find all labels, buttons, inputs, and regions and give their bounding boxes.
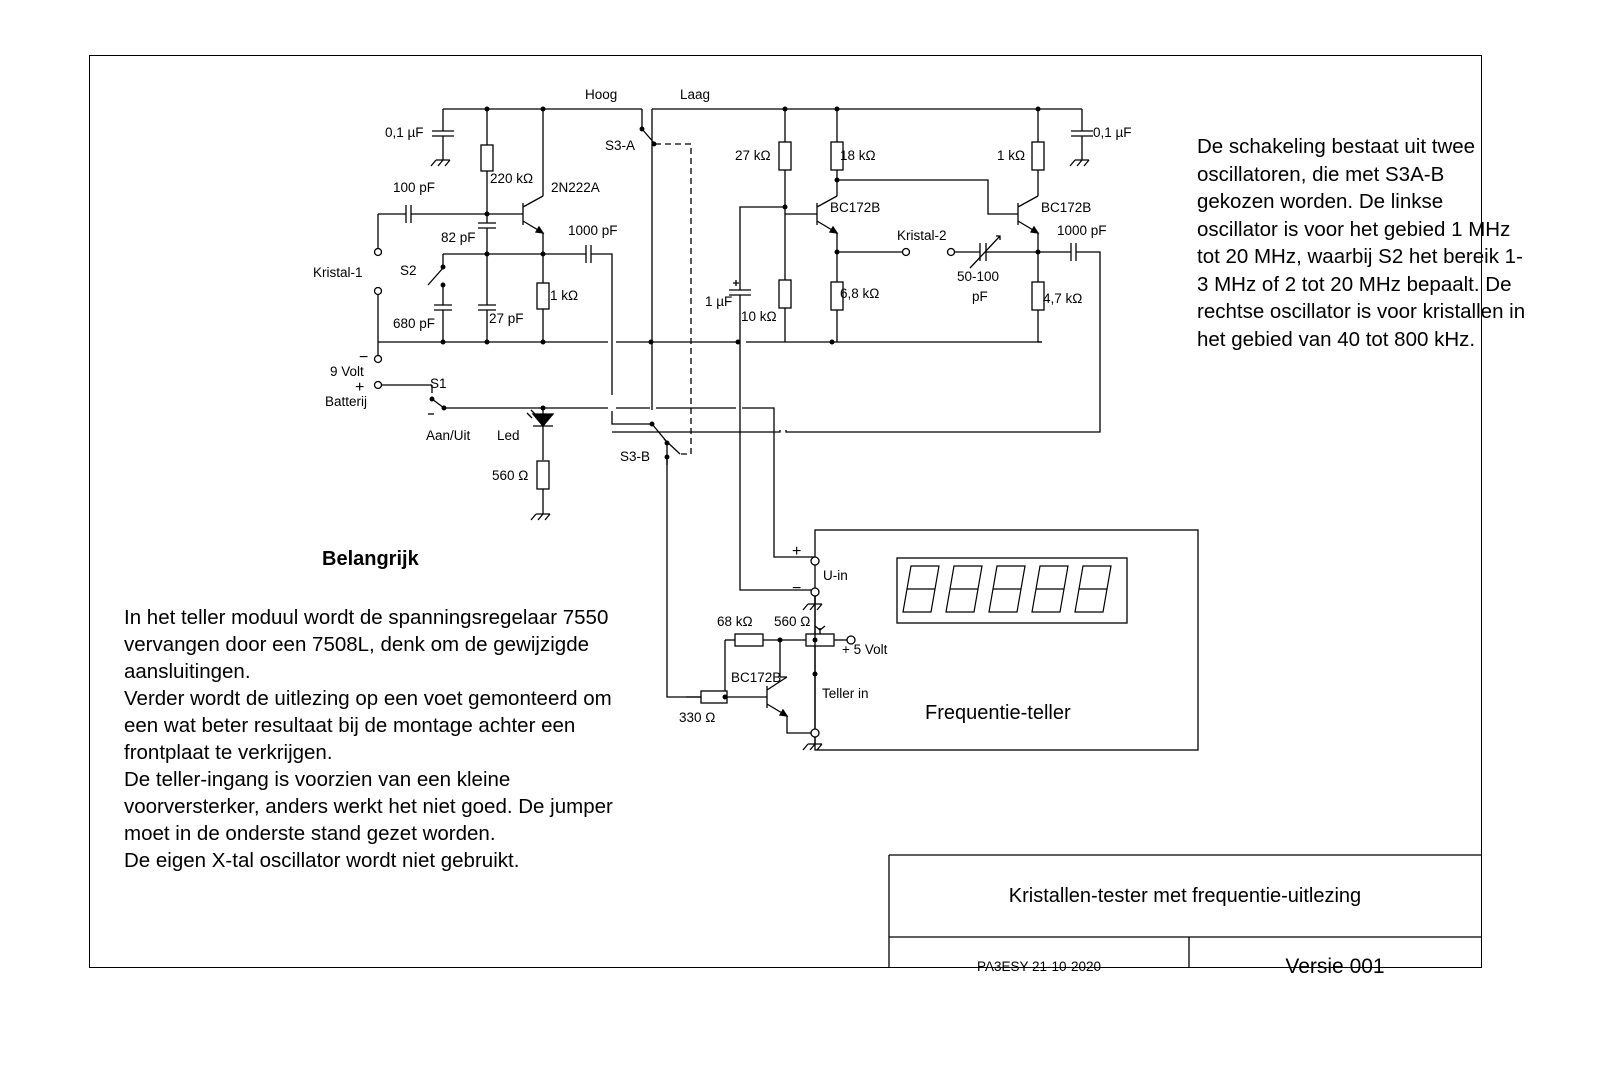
label-trimmer-unit: pF xyxy=(972,289,988,304)
power-section xyxy=(373,380,815,558)
important-title: Belangrijk xyxy=(322,548,419,570)
label-r47k: 4,7 kΩ xyxy=(1043,291,1082,306)
label-s3b: S3-B xyxy=(620,449,650,464)
label-c01-left: 0,1 µF xyxy=(385,125,424,140)
label-r68k: 68 kΩ xyxy=(717,614,753,629)
drawing-version: Versie 001 xyxy=(1285,955,1385,978)
label-r10k: 10 kΩ xyxy=(741,309,777,324)
label-r560-led: 560 Ω xyxy=(492,468,528,483)
label-led: Led xyxy=(497,428,520,443)
label-r220k: 220 kΩ xyxy=(490,171,533,186)
drawing-title: Kristallen-tester met frequentie-uitlezi… xyxy=(1008,885,1362,907)
label-r330: 330 Ω xyxy=(679,710,715,725)
important-line: Verder wordt de uitlezing op een voet ge… xyxy=(124,687,612,764)
important-line: De teller-ingang is voorzien van een kle… xyxy=(124,768,613,845)
label-c1u: 1 µF xyxy=(705,294,732,309)
label-kristal2: Kristal-2 xyxy=(897,228,947,243)
label-r68k-top: 6,8 kΩ xyxy=(840,286,879,301)
label-r27k: 27 kΩ xyxy=(735,148,771,163)
right-oscillator xyxy=(612,106,1101,591)
label-5volt: + 5 Volt xyxy=(842,642,888,657)
label-kristal1: Kristal-1 xyxy=(313,265,363,280)
label-r1k-left: 1 kΩ xyxy=(550,288,578,303)
important-line: De eigen X-tal oscillator wordt niet geb… xyxy=(124,849,520,872)
label-q-bc172b-1: BC172B xyxy=(830,200,880,215)
label-c82p: 82 pF xyxy=(441,230,476,245)
important-notes: In het teller moduul wordt de spanningsr… xyxy=(124,604,644,874)
label-r560: 560 Ω xyxy=(774,614,810,629)
label-hoog: Hoog xyxy=(585,87,617,102)
counter-section xyxy=(686,529,1199,751)
component-labels: Hoog Laag S3-A S3-B 0,1 µF 0,1 µF 220 kΩ… xyxy=(313,87,1132,725)
label-teller-in: Teller in xyxy=(822,686,869,701)
label-s2: S2 xyxy=(400,263,417,278)
label-minus-uin: − xyxy=(792,580,801,597)
drawing-author-date: PA3ESY 21-10-2020 xyxy=(976,959,1102,974)
label-9volt: 9 Volt xyxy=(330,364,364,379)
label-r18k: 18 kΩ xyxy=(840,148,876,163)
label-s3a: S3-A xyxy=(605,138,635,153)
label-counter: Frequentie-teller xyxy=(925,702,1071,724)
title-block xyxy=(888,854,1481,967)
label-aan-uit: Aan/Uit xyxy=(426,428,471,443)
label-plus-batt: + xyxy=(355,379,364,396)
label-q-bc172b-2: BC172B xyxy=(1041,200,1091,215)
label-batterij: Batterij xyxy=(325,394,367,409)
seven-segment-display xyxy=(902,565,1112,613)
label-c1000p-right: 1000 pF xyxy=(1057,223,1107,238)
label-laag: Laag xyxy=(680,87,710,102)
label-plus-uin: + xyxy=(792,543,801,560)
label-trimmer: 50-100 xyxy=(957,269,999,284)
label-q-bc172b-3: BC172B xyxy=(731,670,781,685)
left-oscillator xyxy=(373,106,1083,395)
label-r1k-right: 1 kΩ xyxy=(997,148,1025,163)
label-minus-batt: − xyxy=(359,349,368,366)
label-c680p: 680 pF xyxy=(393,316,435,331)
label-uin: U-in xyxy=(823,568,848,583)
drawing-frame xyxy=(89,55,1482,968)
important-line: In het teller moduul wordt de spanningsr… xyxy=(124,606,609,683)
label-c1000p-left: 1000 pF xyxy=(568,223,618,238)
label-c100p: 100 pF xyxy=(393,180,435,195)
label-c01-right: 0,1 µF xyxy=(1093,125,1132,140)
circuit-description: De schakeling bestaat uit twee oscillato… xyxy=(1197,135,1526,351)
label-q-2n2222a: 2N222A xyxy=(551,180,600,195)
label-c27p: 27 pF xyxy=(489,311,524,326)
label-s1: S1 xyxy=(430,376,447,391)
